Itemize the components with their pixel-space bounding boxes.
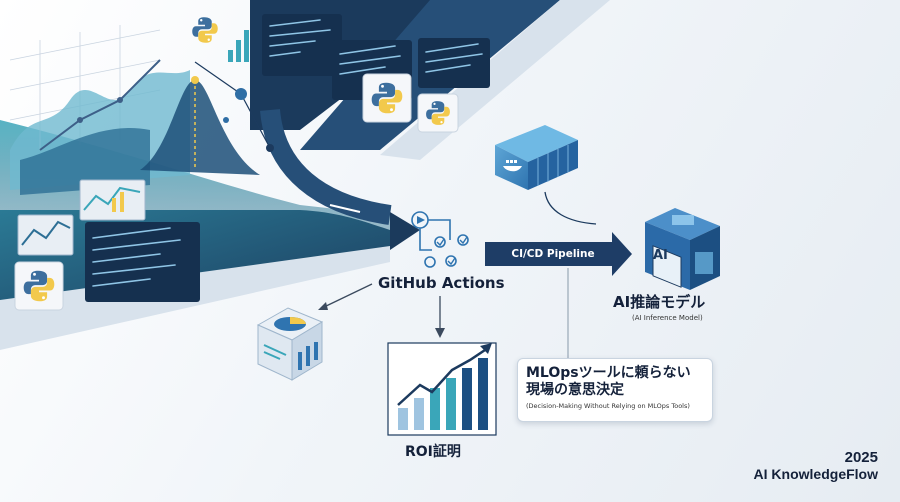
flow-arrow-white [329, 204, 361, 213]
pie-chart-icon [256, 307, 324, 381]
flow-curve [260, 108, 392, 225]
bell-curve [140, 76, 260, 175]
code-window-lower [85, 222, 200, 302]
python-tile-upper [362, 73, 412, 123]
mlops-title-line1: MLOpsツールに頼らない [526, 365, 691, 381]
github-actions-label: GitHub Actions [378, 274, 505, 292]
mini-charts-lower [17, 179, 146, 256]
ai-model-label: AI推論モデル [613, 293, 706, 311]
flow-arrowhead [390, 212, 420, 250]
mlops-title-line2: 現場の意思決定 [526, 382, 624, 398]
mlops-callout: MLOpsツールに頼らない 現場の意思決定 (Decision-Making W… [517, 358, 713, 422]
arrow-head [318, 302, 328, 310]
cicd-arrow [485, 232, 632, 276]
growth-chart-icon [387, 342, 497, 436]
footer-brand: AI KnowledgeFlow [753, 466, 878, 482]
roi-label: ROI証明 [405, 444, 461, 460]
bar-chart-icon [228, 30, 249, 62]
footer-year: 2025 [844, 449, 878, 466]
arrow-head [435, 328, 445, 338]
line-chart-left [9, 25, 190, 195]
python-logo-icon [192, 17, 218, 43]
python-tile-small [417, 93, 459, 133]
cicd-pipeline-label: CI/CD Pipeline [511, 248, 595, 260]
workflow-icon [411, 211, 469, 268]
footer: 2025 AI KnowledgeFlow [754, 449, 878, 482]
mlops-english: (Decision-Making Without Relying on MLOp… [526, 402, 690, 410]
container-to-model-line [544, 191, 597, 225]
arrow-to-pie [321, 283, 373, 309]
container-icon [495, 125, 578, 190]
ai-cube-icon [645, 208, 720, 290]
docker-whale-icon [503, 166, 522, 172]
node-network [194, 61, 274, 152]
ai-cube-badge: AI [653, 248, 668, 263]
code-window-top [262, 14, 342, 76]
code-window-right [418, 38, 490, 88]
python-tile-lower [14, 261, 64, 311]
ai-model-english-label: (AI Inference Model) [632, 314, 703, 322]
